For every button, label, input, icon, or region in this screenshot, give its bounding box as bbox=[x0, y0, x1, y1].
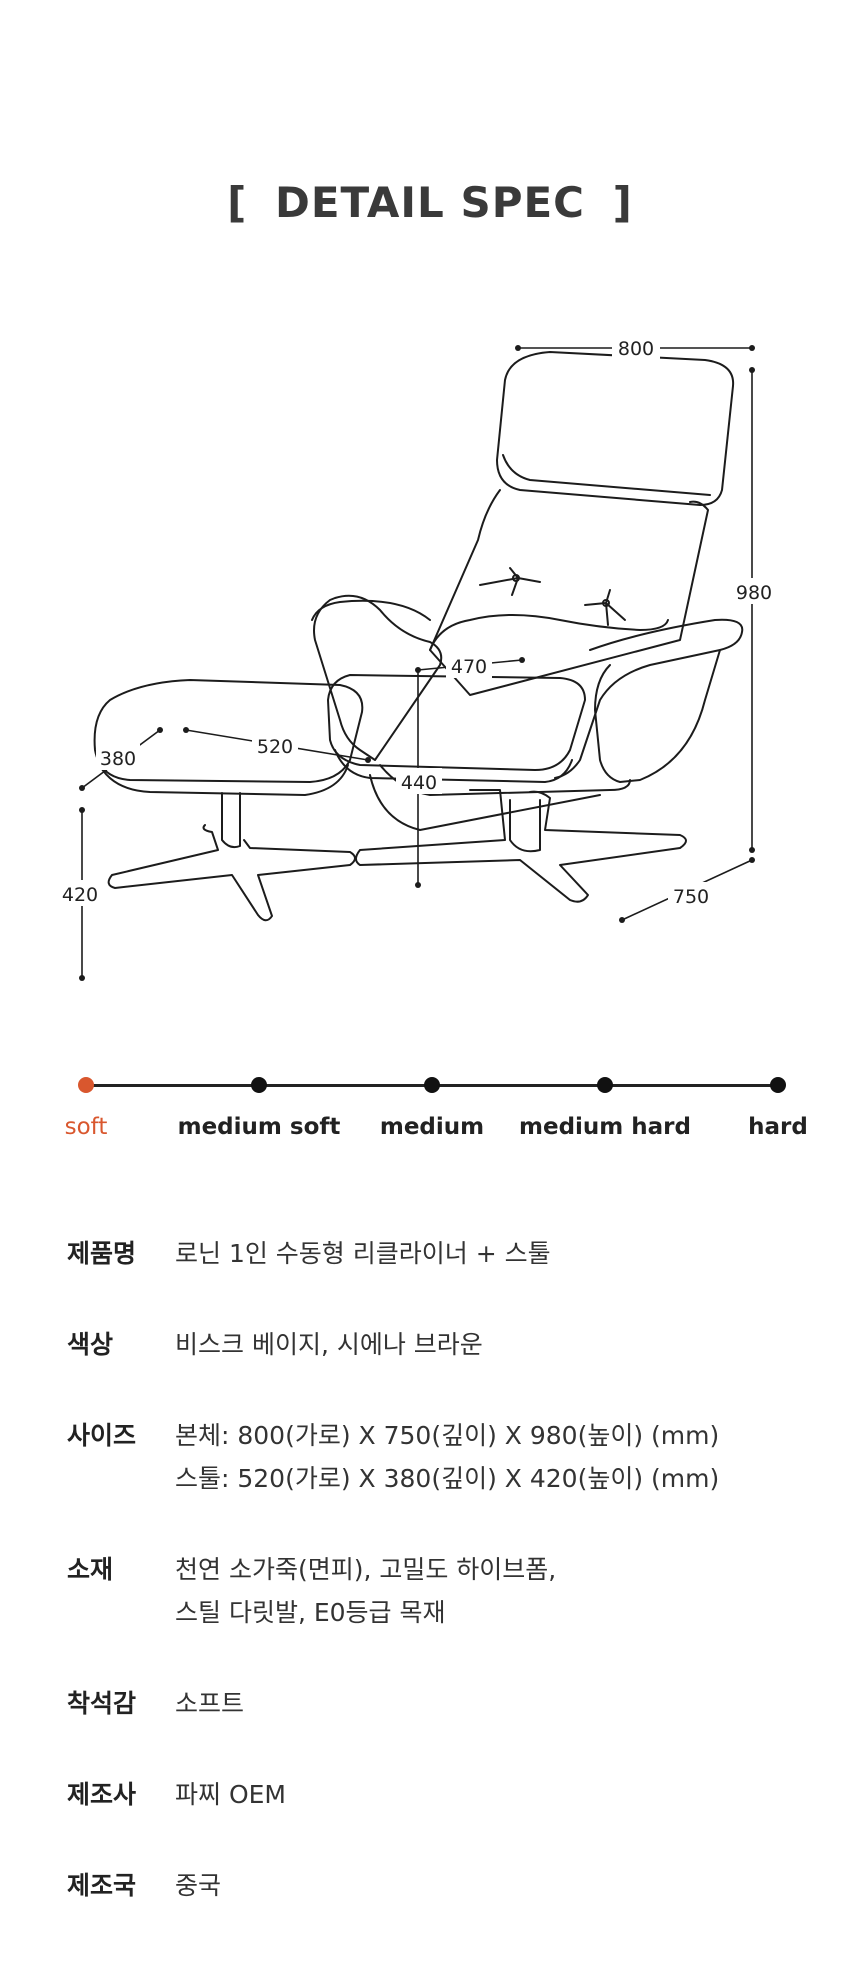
stool-cushion-base bbox=[96, 759, 349, 796]
firmness-dot-hard bbox=[770, 1077, 786, 1093]
firmness-scale: soft medium soft medium medium hard hard bbox=[0, 1060, 860, 1160]
firmness-dot-medium bbox=[424, 1077, 440, 1093]
spec-row-product-name: 제품명 로닌 1인 수동형 리클라이너 + 스툴 bbox=[67, 1232, 807, 1275]
spec-row-size: 사이즈 본체: 800(가로) X 750(깊이) X 980(높이) (mm)… bbox=[67, 1414, 807, 1500]
dim-chair-height: 980 bbox=[736, 582, 772, 604]
chair-back-cushion bbox=[429, 614, 669, 651]
chair-base-star bbox=[355, 789, 687, 903]
chair-headrest-seam bbox=[502, 454, 711, 496]
product-dimension-drawing: 800 980 750 470 440 520 380 420 bbox=[58, 334, 778, 981]
firmness-label-hard: hard bbox=[748, 1114, 808, 1140]
spec-label: 제품명 bbox=[67, 1239, 137, 1268]
page-title: [ DETAIL SPEC ] bbox=[0, 178, 860, 227]
spec-value-line: 본체: 800(가로) X 750(깊이) X 980(높이) (mm) bbox=[175, 1421, 720, 1450]
spec-label: 사이즈 bbox=[67, 1421, 137, 1450]
spec-value: 비스크 베이지, 시에나 브라운 bbox=[175, 1323, 483, 1366]
spec-value-line: 중국 bbox=[175, 1871, 222, 1900]
dim-stool-width: 520 bbox=[257, 736, 293, 758]
spec-value: 중국 bbox=[175, 1864, 221, 1907]
firmness-label-medium: medium bbox=[379, 1114, 485, 1140]
spec-value-line: 로닌 1인 수동형 리클라이너 + 스툴 bbox=[175, 1239, 551, 1268]
spec-label: 제조국 bbox=[67, 1871, 137, 1900]
spec-value-line: 비스크 베이지, 시에나 브라운 bbox=[175, 1330, 483, 1359]
chair-right-arm-shell bbox=[594, 649, 721, 783]
firmness-label-soft: soft bbox=[64, 1114, 108, 1140]
firmness-dot-soft bbox=[78, 1077, 94, 1093]
spec-row-origin: 제조국 중국 bbox=[67, 1864, 807, 1907]
spec-row-color: 색상 비스크 베이지, 시에나 브라운 bbox=[67, 1323, 807, 1366]
dim-stool-height: 420 bbox=[62, 884, 98, 906]
chair-backrest bbox=[429, 489, 709, 696]
firmness-label-medium-hard: medium hard bbox=[519, 1114, 691, 1140]
chair-right-arm bbox=[554, 618, 744, 779]
spec-row-comfort: 착석감 소프트 bbox=[67, 1682, 807, 1725]
title-text: DETAIL SPEC bbox=[274, 178, 585, 227]
spec-value: 본체: 800(가로) X 750(깊이) X 980(높이) (mm) 스툴:… bbox=[175, 1414, 719, 1500]
title-open-bracket: [ bbox=[227, 178, 248, 227]
chair-tuft-2 bbox=[584, 589, 626, 626]
spec-value-line: 스툴: 520(가로) X 380(깊이) X 420(높이) (mm) bbox=[175, 1464, 720, 1493]
spec-value: 소프트 bbox=[175, 1682, 244, 1725]
dim-stool-depth: 380 bbox=[100, 748, 136, 770]
chair-left-arm bbox=[313, 594, 443, 761]
spec-value: 로닌 1인 수동형 리클라이너 + 스툴 bbox=[175, 1232, 551, 1275]
chair-left-arm-inner bbox=[311, 599, 431, 621]
spec-row-manufacturer: 제조사 파찌 OEM bbox=[67, 1773, 807, 1816]
spec-label: 착석감 bbox=[67, 1689, 137, 1718]
spec-value: 천연 소가죽(면피), 고밀도 하이브폼, 스틸 다릿발, E0등급 목재 bbox=[175, 1548, 556, 1634]
spec-value: 파찌 OEM bbox=[175, 1773, 286, 1816]
spec-value-line: 천연 소가죽(면피), 고밀도 하이브폼, bbox=[175, 1555, 557, 1584]
chair-headrest bbox=[496, 351, 735, 506]
firmness-dot-medium-hard bbox=[597, 1077, 613, 1093]
dim-seat-depth: 470 bbox=[451, 656, 487, 678]
firmness-dot-medium-soft bbox=[251, 1077, 267, 1093]
chair-shell bbox=[379, 764, 631, 796]
chair-seat bbox=[327, 674, 586, 771]
spec-label: 소재 bbox=[67, 1555, 114, 1584]
spec-row-material: 소재 천연 소가죽(면피), 고밀도 하이브폼, 스틸 다릿발, E0등급 목재 bbox=[67, 1548, 807, 1634]
dim-chair-depth: 750 bbox=[673, 886, 709, 908]
dim-seat-height: 440 bbox=[401, 772, 437, 794]
chair-tuft-1 bbox=[479, 567, 541, 596]
spec-table: 제품명 로닌 1인 수동형 리클라이너 + 스툴 색상 비스크 베이지, 시에나… bbox=[67, 1232, 807, 1955]
chair-seat-front bbox=[334, 749, 573, 783]
spec-value-line: 스틸 다릿발, E0등급 목재 bbox=[175, 1598, 446, 1627]
title-close-bracket: ] bbox=[612, 178, 633, 227]
spec-label: 제조사 bbox=[67, 1780, 137, 1809]
stool-base-star bbox=[107, 824, 356, 922]
stool-cushion bbox=[93, 679, 364, 783]
dim-chair-width: 800 bbox=[618, 338, 654, 360]
spec-value-line: 파찌 OEM bbox=[175, 1780, 286, 1809]
firmness-label-medium-soft: medium soft bbox=[177, 1114, 341, 1140]
spec-label: 색상 bbox=[67, 1330, 114, 1359]
spec-value-line: 소프트 bbox=[175, 1689, 245, 1718]
stool-stem bbox=[221, 792, 241, 849]
chair-base-stem bbox=[509, 799, 541, 853]
